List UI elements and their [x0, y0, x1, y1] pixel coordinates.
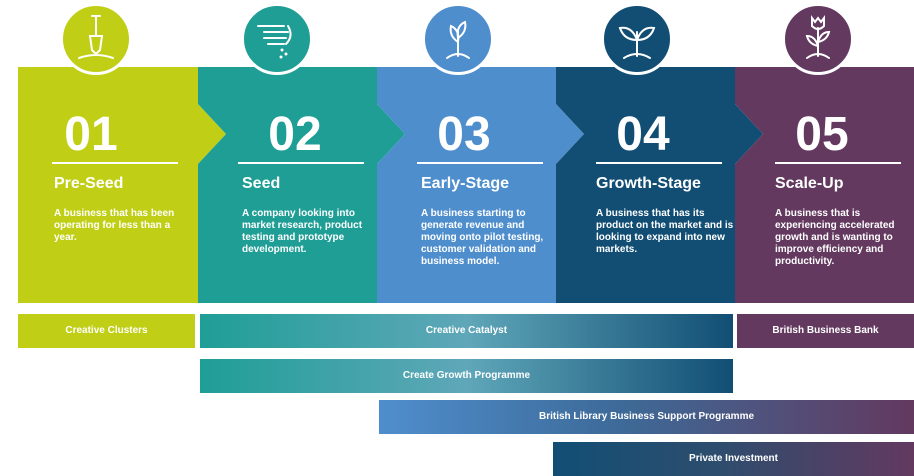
stage-1-icon-circle	[60, 3, 132, 75]
programme-label: Private Investment	[689, 453, 778, 464]
stage-number: 04	[616, 108, 670, 161]
programme-label: Creative Clusters	[65, 325, 148, 336]
stage-2-icon-circle	[241, 3, 313, 75]
stage-arrow-3	[377, 67, 584, 303]
stage-divider	[775, 162, 901, 164]
stage-number: 05	[795, 108, 849, 161]
stage-title: Early-Stage	[421, 175, 510, 192]
shovel-sprout-icon	[78, 15, 114, 59]
hand-sowing-seeds-icon	[257, 25, 292, 59]
stage-number: 03	[437, 108, 491, 161]
stage-1: 01 Pre-Seed A business that has been ope…	[18, 67, 200, 303]
seedling-icon	[446, 20, 470, 59]
stage-title: Pre-Seed	[54, 175, 124, 192]
stage-3: 03 Early-Stage A business starting to ge…	[377, 67, 559, 303]
programme-bar-british-library: British Library Business Support Program…	[379, 400, 914, 434]
stage-divider	[596, 162, 722, 164]
stage-divider	[417, 162, 543, 164]
programme-label: Create Growth Programme	[402, 370, 531, 381]
programme-bar-private-investment: Private Investment	[553, 442, 914, 476]
stage-description: A business that is experiencing accelera…	[775, 208, 895, 267]
stage-title: Seed	[242, 175, 281, 192]
stage-title: Scale-Up	[775, 175, 844, 192]
stage-4: 04 Growth-Stage A business that has its …	[556, 67, 738, 303]
stage-4-icon-circle	[601, 3, 673, 75]
stage-arrow-5	[735, 67, 914, 303]
stage-description: A company looking into market research, …	[242, 208, 363, 255]
stage-title: Growth-Stage	[596, 175, 701, 192]
stage-2: 02 Seed A company looking into market re…	[198, 67, 380, 303]
stage-description: A business that has been operating for l…	[54, 208, 175, 243]
flower-icon	[805, 15, 831, 59]
stage-description: A business that has its product on the m…	[596, 208, 734, 255]
programme-bar-british-business-bank: British Business Bank	[737, 314, 914, 348]
programme-bar-create-growth: Create Growth Programme	[200, 359, 733, 393]
stage-number: 02	[268, 108, 322, 161]
stage-5-icon-circle	[782, 3, 854, 75]
programme-label: Creative Catalyst	[425, 325, 508, 336]
programme-bar-creative-catalyst: Creative Catalyst	[200, 314, 733, 348]
stage-5: 05 Scale-Up A business that is experienc…	[735, 67, 914, 303]
young-plant-icon	[618, 26, 656, 59]
programme-label: British Library Business Support Program…	[538, 411, 755, 422]
stage-arrow-1	[18, 67, 226, 303]
stage-3-icon-circle	[422, 3, 494, 75]
stage-divider	[52, 162, 178, 164]
stage-description: A business starting to generate revenue …	[421, 208, 544, 267]
stage-arrows	[18, 67, 914, 303]
stage-arrow-2	[198, 67, 405, 303]
stages-diagram: 01 Pre-Seed A business that has been ope…	[18, 3, 914, 303]
programme-label: British Business Bank	[772, 325, 879, 336]
stage-number: 01	[64, 108, 118, 161]
stage-arrow-4	[556, 67, 763, 303]
programme-bar-creative-clusters: Creative Clusters	[18, 314, 195, 348]
stage-divider	[238, 162, 364, 164]
